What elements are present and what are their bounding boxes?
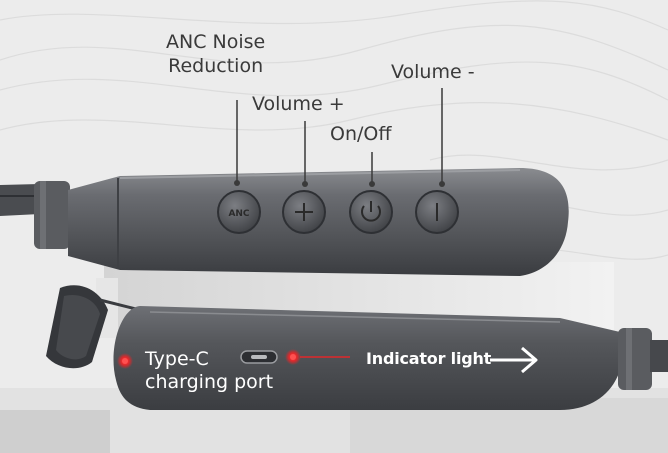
type-c-label: Type-C charging port <box>145 348 273 394</box>
power-icon <box>361 201 381 222</box>
volume-plus-label: Volume + <box>252 93 345 115</box>
indicator-label: Indicator light <box>366 349 492 368</box>
control-unit: ANC <box>0 168 569 276</box>
leader-lines <box>236 88 443 183</box>
anc-label-line2: Reduction <box>168 55 264 77</box>
type-c-label-line1: Type-C <box>145 348 209 370</box>
volume-minus-label: Volume - <box>391 61 475 83</box>
volume-up-button[interactable] <box>282 190 326 234</box>
anc-label: ANC Noise Reduction <box>166 30 265 78</box>
charging-unit <box>46 285 668 410</box>
anc-button[interactable]: ANC <box>217 190 261 234</box>
anc-label-line1: ANC Noise <box>166 31 266 53</box>
power-button[interactable] <box>349 190 393 234</box>
type-c-label-line2: charging port <box>145 371 274 393</box>
arrow-right-icon <box>490 346 538 374</box>
volume-down-button[interactable] <box>415 190 459 234</box>
anc-button-label: ANC <box>228 209 249 219</box>
background-contours <box>0 0 668 260</box>
on-off-label: On/Off <box>330 123 392 145</box>
